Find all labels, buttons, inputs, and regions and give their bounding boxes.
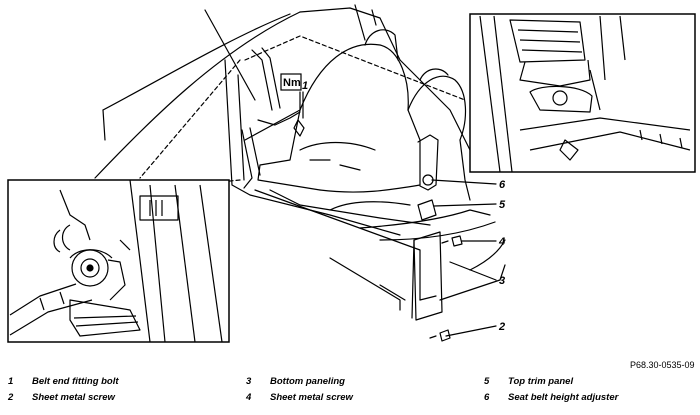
detail-inset-right: [469, 13, 696, 173]
legend-number: 5: [484, 376, 490, 387]
seat-belt-height-adjuster: [417, 134, 439, 221]
seat-belt-strap: [241, 47, 301, 189]
belt-end-fitting-bolt: [293, 91, 305, 137]
legend-number: 6: [484, 392, 490, 403]
legend-number: 2: [8, 392, 14, 403]
legend-label: Seat belt height adjuster: [508, 392, 619, 403]
callout-4: 4: [498, 236, 505, 248]
legend-label: Belt end fitting bolt: [32, 376, 119, 387]
legend-label: Sheet metal screw: [32, 392, 115, 403]
sheet-metal-screw-upper: [441, 235, 463, 247]
torque-symbol: Nm: [283, 77, 301, 89]
legend-label: Bottom paneling: [270, 376, 345, 387]
sheet-metal-screw-bottom: [429, 329, 451, 342]
figure-code: P68.30-0535-09: [630, 360, 695, 370]
rear-bench-seat: [257, 29, 496, 241]
legend-number: 1: [8, 376, 14, 387]
vehicle-body-outline: [94, 4, 471, 301]
bottom-paneling: [411, 231, 443, 321]
vehicle-floor: [329, 239, 506, 311]
torque-reference-box: Nm: [280, 73, 302, 91]
legend-label: Top trim panel: [508, 376, 574, 387]
legend-number: 3: [246, 376, 252, 387]
callout-leaders: [302, 91, 497, 337]
legend: 1 Belt end fitting bolt 2 Sheet metal sc…: [0, 374, 700, 408]
callout-3: 3: [499, 275, 505, 287]
callout-2: 2: [498, 321, 505, 333]
legend-number: 4: [246, 392, 252, 403]
callout-1: 1: [302, 80, 308, 92]
legend-label: Sheet metal screw: [270, 392, 353, 403]
callout-5: 5: [499, 199, 506, 211]
detail-inset-left: [7, 179, 230, 343]
callout-6: 6: [499, 179, 506, 191]
